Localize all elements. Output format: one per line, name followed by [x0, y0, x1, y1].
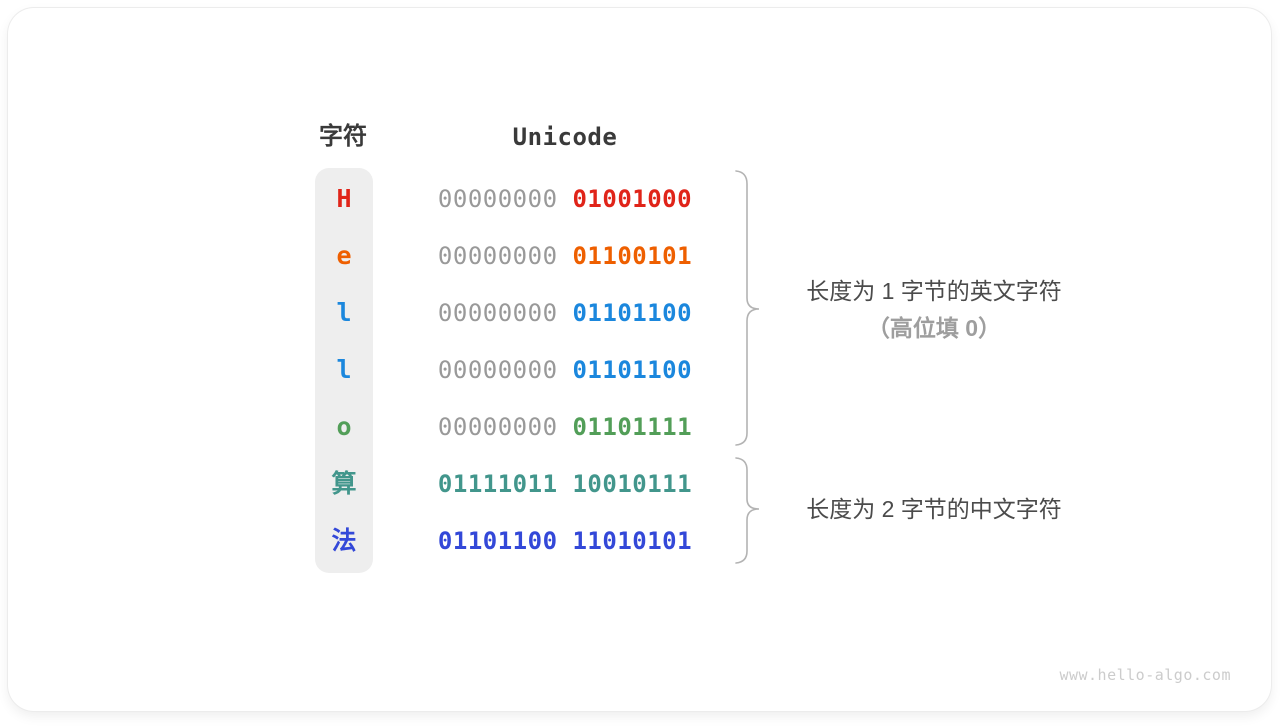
table-row: o 00000000 01101111: [8, 399, 1280, 455]
high-byte: 00000000: [437, 413, 558, 441]
character-cell: o: [336, 412, 352, 441]
low-byte: 01101111: [572, 413, 693, 441]
byte-gap: [558, 356, 573, 384]
annotation-english-chars-line2: （高位填 0）: [866, 315, 1002, 341]
unicode-binary-value: 00000000 01101111: [405, 399, 725, 455]
low-byte: 10010111: [572, 470, 693, 498]
annotation-english-chars-line1: 长度为 1 字节的英文字符: [806, 278, 1062, 304]
table-row: l 00000000 01101100: [8, 285, 1280, 341]
table-row: H 00000000 01001000: [8, 171, 1280, 227]
unicode-binary-value: 01111011 10010111: [405, 456, 725, 512]
low-byte: 01101100: [572, 299, 693, 327]
watermark: www.hello-algo.com: [1059, 666, 1231, 684]
byte-gap: [558, 242, 573, 270]
table-row: 法 01101100 11010101: [8, 513, 1280, 569]
character-cell: l: [336, 298, 352, 327]
high-byte: 01101100: [437, 527, 558, 555]
byte-gap: [558, 527, 573, 555]
character-cell: H: [336, 184, 352, 213]
low-byte: 11010101: [572, 527, 693, 555]
high-byte: 00000000: [437, 185, 558, 213]
low-byte: 01101100: [572, 356, 693, 384]
high-byte: 01111011: [437, 470, 558, 498]
annotation-chinese-chars: 长度为 2 字节的中文字符: [806, 496, 1062, 522]
high-byte: 00000000: [437, 356, 558, 384]
character-column-header: 字符: [319, 123, 367, 150]
character-column-background: [315, 168, 373, 573]
unicode-column-header: Unicode: [512, 123, 618, 151]
table-row: e 00000000 01100101: [8, 228, 1280, 284]
table-row: 算 01111011 10010111: [8, 456, 1280, 512]
byte-gap: [558, 413, 573, 441]
character-cell: 算: [331, 469, 357, 498]
unicode-binary-value: 00000000 01001000: [405, 171, 725, 227]
low-byte: 01001000: [572, 185, 693, 213]
byte-gap: [558, 299, 573, 327]
character-cell: l: [336, 355, 352, 384]
low-byte: 01100101: [572, 242, 693, 270]
byte-gap: [558, 185, 573, 213]
diagram-card: 字符 Unicode H 00000000 01001000 e 0000000…: [8, 8, 1271, 711]
byte-gap: [558, 470, 573, 498]
high-byte: 00000000: [437, 299, 558, 327]
unicode-binary-value: 00000000 01101100: [405, 285, 725, 341]
unicode-binary-value: 00000000 01100101: [405, 228, 725, 284]
high-byte: 00000000: [437, 242, 558, 270]
character-cell: e: [336, 241, 352, 270]
character-cell: 法: [331, 526, 357, 555]
unicode-binary-value: 01101100 11010101: [405, 513, 725, 569]
unicode-binary-value: 00000000 01101100: [405, 342, 725, 398]
table-row: l 00000000 01101100: [8, 342, 1280, 398]
